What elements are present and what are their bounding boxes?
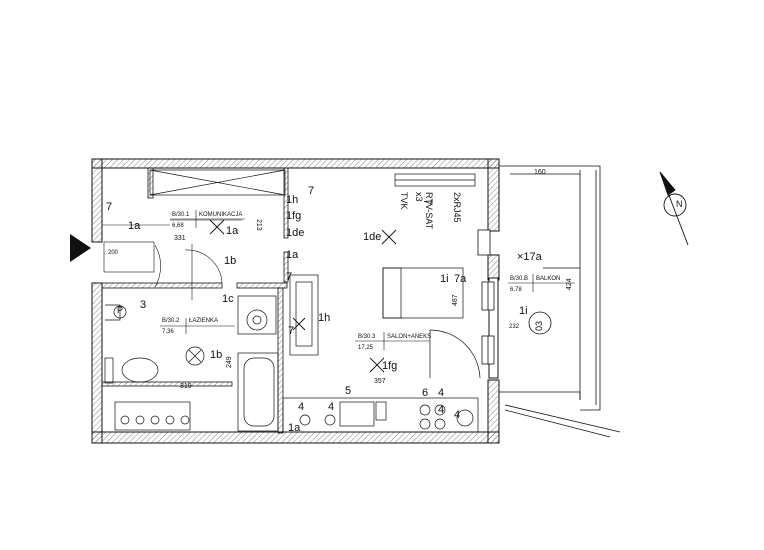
symbol-1h-top: 1h xyxy=(286,194,299,206)
symbol-1a-left: 1a xyxy=(128,220,141,232)
komunikacja-code: B/30.1 xyxy=(172,212,190,218)
symbol-4e: 4 xyxy=(454,409,461,421)
symbol-7-top: 7 xyxy=(308,185,315,197)
north-label: N xyxy=(676,199,683,209)
symbol-1h-mid: 1h xyxy=(318,312,331,324)
dim-424: 424 xyxy=(566,278,573,290)
komunikacja-area: 6,68 xyxy=(172,223,184,229)
symbol-7a-balcony: ×17a xyxy=(517,251,542,263)
outer-walls xyxy=(91,158,500,444)
cross-symbols xyxy=(209,219,397,373)
dim-487: 487 xyxy=(452,294,459,306)
komunikacja-name: KOMUNIKACJA xyxy=(199,212,243,218)
symbol-7-heater: 7 xyxy=(288,325,295,337)
north-icon xyxy=(659,171,689,246)
media-tvk: TVK xyxy=(399,192,409,210)
symbol-1b-hall: 1b xyxy=(224,255,237,267)
dim-357: 357 xyxy=(374,378,386,385)
lazienka-name: ŁAZIENKA xyxy=(189,318,219,324)
symbol-1b-bath: 1b xyxy=(210,349,223,361)
entrance-arrow xyxy=(70,234,91,262)
lazienka-area: 7,36 xyxy=(162,329,174,335)
kitchen xyxy=(282,397,479,433)
media-rtv: RTV-SAT xyxy=(424,192,434,230)
symbol-1fg-bottom: 1fg xyxy=(382,360,398,372)
symbol-1c: 1c xyxy=(222,293,234,305)
symbol-7-mid: 7 xyxy=(286,271,293,283)
symbol-7-left: 7 xyxy=(106,201,113,213)
symbol-1i-sofa: 1i xyxy=(440,273,449,285)
symbol-4b: 4 xyxy=(328,401,335,413)
symbol-5: 5 xyxy=(345,385,352,397)
symbol-4a: 4 xyxy=(298,401,305,413)
salon-code: B/30.3 xyxy=(358,334,376,340)
dim-319: 319 xyxy=(180,383,192,390)
living-furniture xyxy=(289,173,481,379)
windows xyxy=(477,229,495,365)
balkon-name: BALKON xyxy=(536,276,561,282)
symbol-1a-hall: 1a xyxy=(226,225,239,237)
room-label-lines xyxy=(160,210,575,350)
dim-331: 331 xyxy=(174,235,186,242)
symbol-4c: 4 xyxy=(438,387,445,399)
dim-160: 160 xyxy=(534,169,546,176)
dim-213: 213 xyxy=(255,219,262,231)
hall-lines xyxy=(102,219,242,300)
symbol-1i-balcony: 1i xyxy=(519,305,528,317)
inner-walls xyxy=(101,167,289,434)
symbol-1de-salon: 1de xyxy=(363,231,382,243)
balcony xyxy=(499,165,621,438)
balkon-area: 6,78 xyxy=(510,287,522,293)
symbol-1a-bottom: 1a xyxy=(288,422,301,434)
dim-232: 232 xyxy=(509,324,520,330)
bathroom-fixtures xyxy=(104,295,279,432)
media-7: 7 xyxy=(421,199,433,206)
balkon-code: B/30.B xyxy=(510,276,529,282)
salon-name: SALON+ANEKS xyxy=(387,334,432,340)
symbol-1fg-top: 1fg xyxy=(286,210,302,222)
dim-249: 249 xyxy=(226,356,233,368)
symbol-6: 6 xyxy=(422,387,429,399)
dim-200: 200 xyxy=(108,250,119,256)
symbol-3: 3 xyxy=(140,299,147,311)
media-2xrj45: 2xRJ45 xyxy=(452,192,462,223)
lazienka-code: B/30.2 xyxy=(162,318,180,324)
symbol-4d: 4 xyxy=(438,404,445,416)
symbol-p: P xyxy=(117,305,124,315)
symbol-03: 03 xyxy=(534,320,544,331)
salon-area: 17,25 xyxy=(358,345,374,351)
wardrobe xyxy=(149,169,286,196)
symbol-7a-sofa: 7a xyxy=(454,273,467,285)
symbol-1de-hall: 1de xyxy=(286,227,305,239)
balcony-socket xyxy=(528,311,552,335)
symbol-1a-hall2: 1a xyxy=(286,249,299,261)
